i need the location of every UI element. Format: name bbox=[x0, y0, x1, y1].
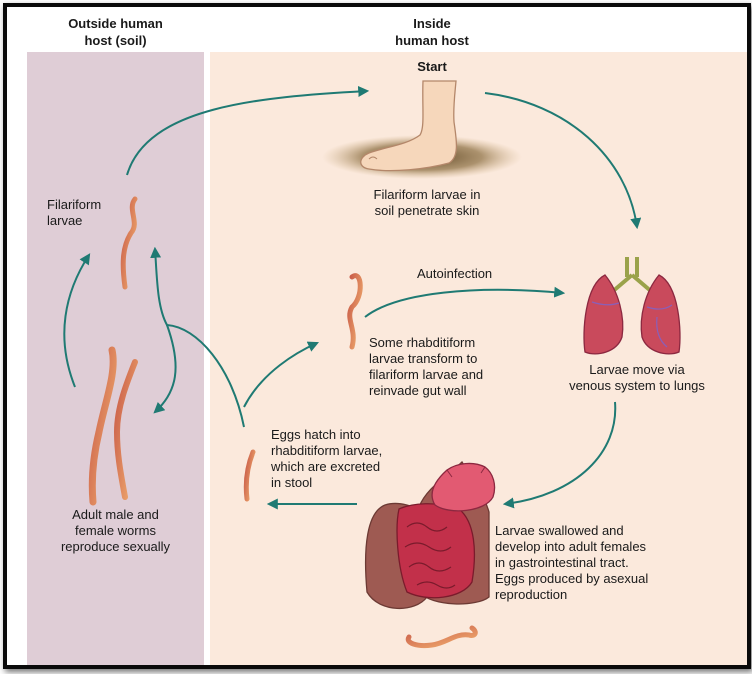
header-inside-host: Inside human host bbox=[395, 16, 469, 48]
adult-worm-female-icon bbox=[88, 346, 117, 506]
arrow-adults-to-filariform bbox=[63, 253, 91, 388]
excreted-worm-icon bbox=[405, 625, 478, 648]
label-gi-development: Larvae swallowed and develop into adult … bbox=[495, 523, 649, 602]
arrow-autoinfection bbox=[364, 286, 566, 318]
transforming-larva-icon bbox=[347, 273, 363, 350]
label-eggs-hatch: Eggs hatch into rhabditiform larvae, whi… bbox=[271, 427, 383, 490]
start-label: Start bbox=[417, 59, 447, 74]
header-outside-host: Outside human host (soil) bbox=[68, 16, 163, 48]
label-filariform-larvae: Filariform larvae bbox=[47, 197, 102, 228]
rhabditiform-larva-icon bbox=[243, 449, 256, 502]
label-skin-penetration: Filariform larvae in soil penetrate skin bbox=[373, 187, 481, 218]
strongyloides-life-cycle-diagram bbox=[27, 52, 747, 665]
label-venous-to-lungs: Larvae move via venous system to lungs bbox=[569, 362, 705, 393]
label-adult-worms: Adult male and female worms reproduce se… bbox=[60, 507, 171, 554]
label-reinvade-gut-wall: Some rhabditiform larvae transform to fi… bbox=[369, 335, 484, 398]
label-autoinfection: Autoinfection bbox=[417, 266, 493, 281]
gastrointestinal-tract-icon bbox=[364, 460, 496, 610]
lungs-icon bbox=[583, 257, 681, 355]
arrow-lungs-to-gi bbox=[502, 401, 617, 509]
adult-worm-male-icon bbox=[113, 359, 138, 500]
foot-icon bbox=[322, 80, 522, 179]
arrow-skin-to-lungs bbox=[484, 92, 642, 230]
cycle-arrows bbox=[63, 85, 642, 510]
arrow-eggs-to-filariform bbox=[150, 246, 245, 428]
arrow-eggs-to-reinvade bbox=[243, 341, 320, 408]
filariform-larva-icon bbox=[120, 196, 138, 290]
diagram-frame: Outside human host (soil) Inside human h… bbox=[3, 3, 751, 669]
arrow-to-adults bbox=[153, 324, 177, 414]
arrow-soil-to-skin bbox=[126, 85, 370, 176]
